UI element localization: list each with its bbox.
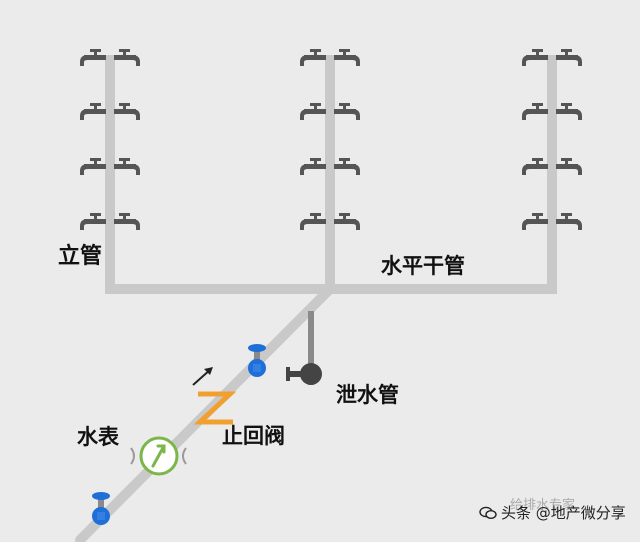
faucet-icon [556,49,582,66]
faucet-icon [334,158,360,175]
faucet-icon [522,213,548,230]
check-valve-label: 止回阀 [222,424,285,448]
faucet-icon [300,103,326,120]
drain-pipe-label: 泄水管 [336,383,399,407]
faucet-icon [80,213,106,230]
faucet-icon [300,158,326,175]
gate-valve-icon [92,492,110,525]
faucet-icon [556,158,582,175]
check-valve-icon [193,391,237,425]
faucet-icon [300,213,326,230]
faucet-icon [556,213,582,230]
faucet-icon [334,103,360,120]
faucet-icon [114,103,140,120]
gate-valve-icon [248,344,266,377]
watermark: 头条 @地产微分享 [479,502,626,523]
fittings [92,344,322,525]
faucet-icon [300,49,326,66]
faucet-icon [334,213,360,230]
faucet-icon [114,49,140,66]
horizontal-main-label: 水平干管 [381,254,465,278]
riser-label: 立管 [58,244,103,269]
faucet-icon [556,103,582,120]
flow-arrow-icon [192,367,213,386]
faucet-icon [80,103,106,120]
watermark-text: 头条 @地产微分享 [501,504,626,522]
faucet-icon [114,213,140,230]
faucet-icon [522,49,548,66]
faucet-group [80,49,582,230]
faucet-icon [80,158,106,175]
faucet-icon [114,158,140,175]
faucet-icon [522,158,548,175]
faucet-icon [334,49,360,66]
water-meter-label: 水表 [77,425,119,449]
drain-valve-icon [286,363,322,385]
chat-bubble-icon [479,506,497,519]
watermark-faint-text: 给排水专家 [510,498,576,513]
faucet-icon [80,49,106,66]
water-meter-icon [130,436,187,476]
faucet-icon [522,103,548,120]
